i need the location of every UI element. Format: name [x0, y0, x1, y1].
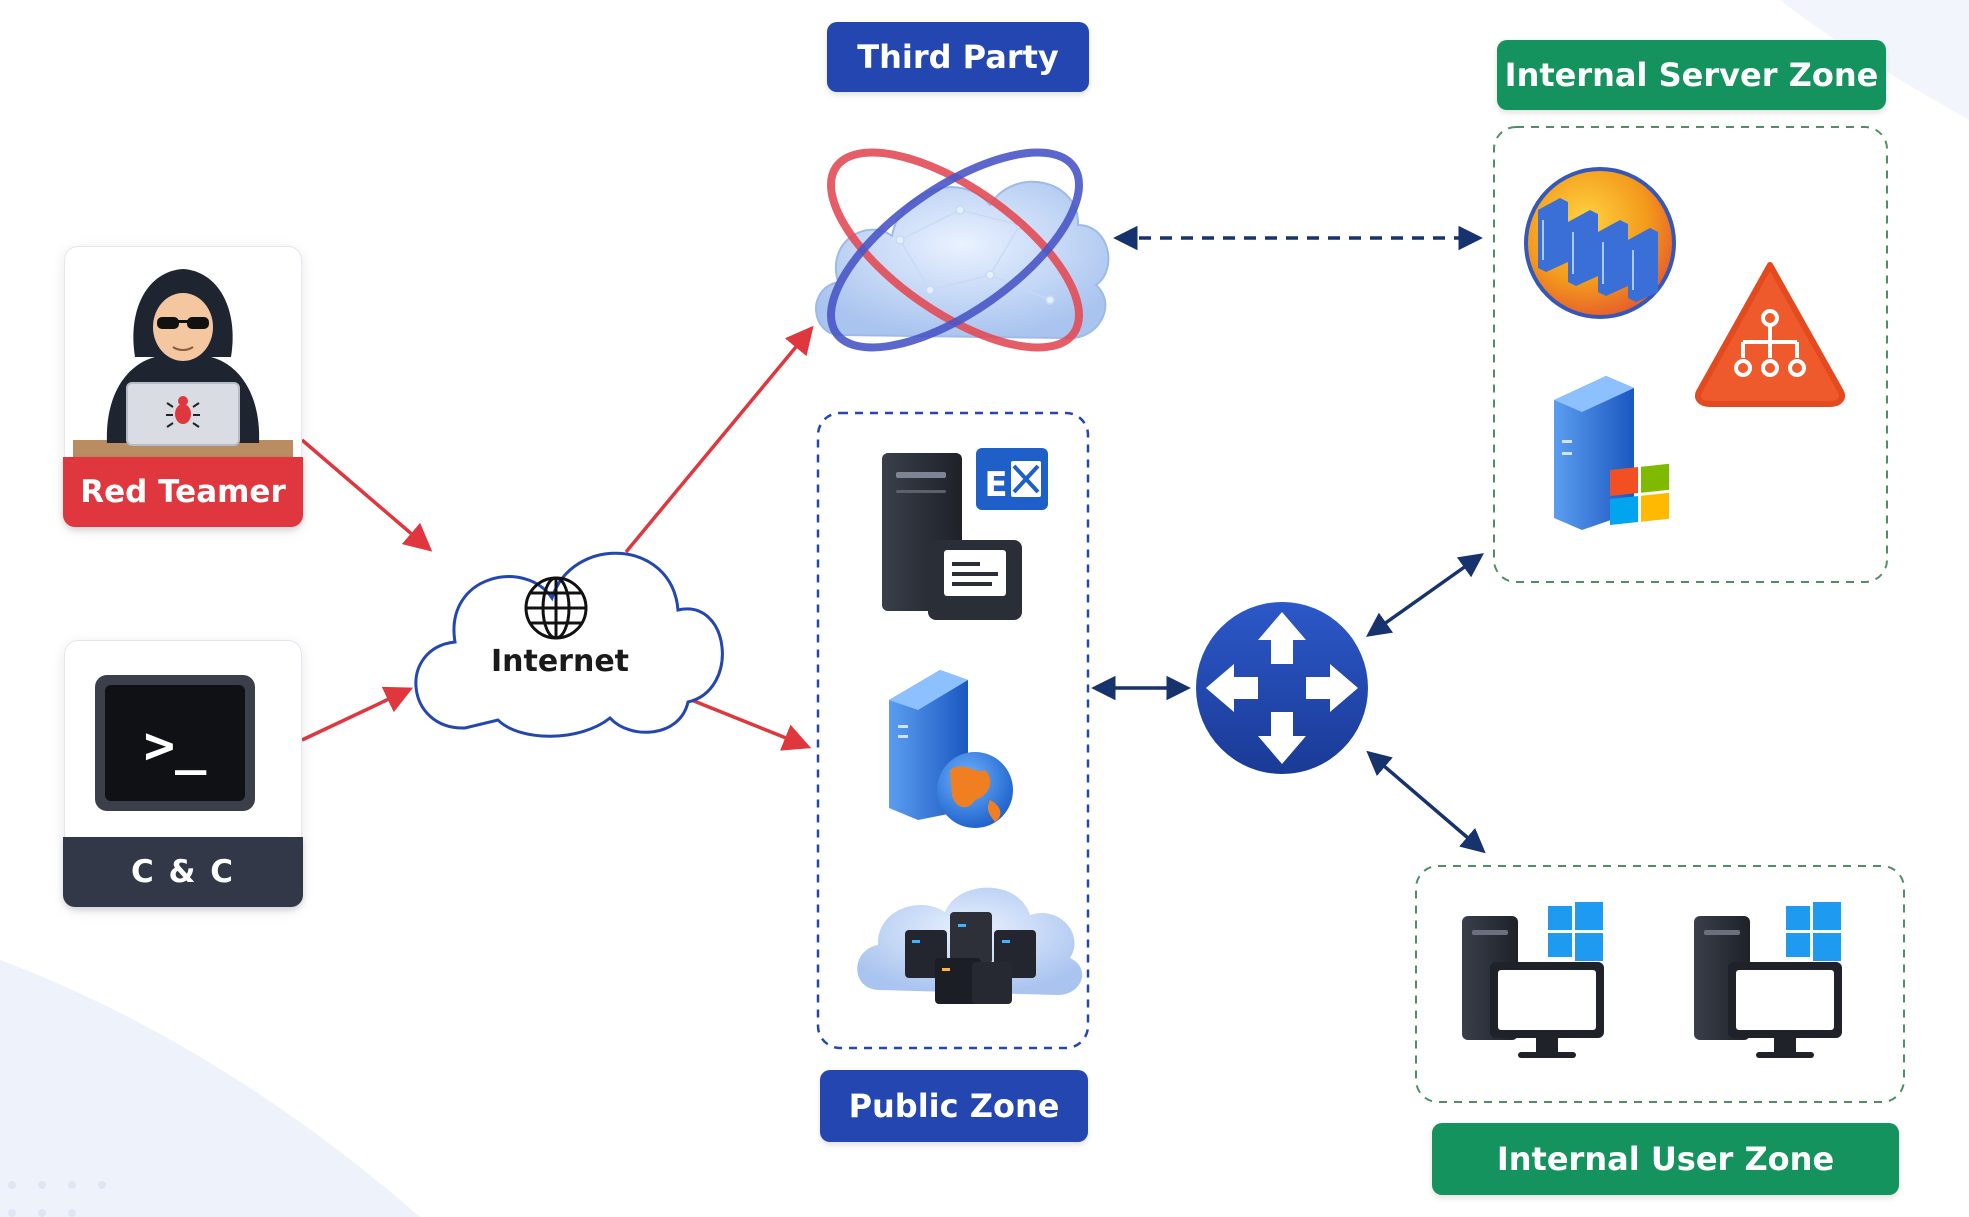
internal-user-zone-boundary — [1415, 865, 1905, 1103]
exchange-mail-server-icon: E — [882, 448, 1048, 620]
arrow-cnc-to-internet — [301, 686, 414, 742]
internal-user-zone-label: Internal User Zone — [1432, 1123, 1899, 1195]
exchange-logo-letter: E — [984, 465, 1007, 505]
internet-cloud-icon — [414, 551, 724, 738]
network-hierarchy-warning-icon — [1695, 262, 1845, 407]
internal-server-zone-boundary — [1493, 126, 1888, 583]
arrow-internet-to-third-party — [624, 325, 814, 554]
terminal-prompt-glyph: >_ — [144, 716, 207, 776]
third-party-label: Third Party — [827, 22, 1089, 92]
link-router-internal-server — [1366, 553, 1484, 637]
public-zone-boundary — [816, 411, 1090, 1050]
globe-icon — [524, 576, 588, 640]
public-zone-label: Public Zone — [820, 1070, 1088, 1142]
cnc-card: >_ C & C — [63, 640, 303, 907]
workstation-icon-2 — [1694, 902, 1842, 1058]
windows-server-icon — [1554, 376, 1669, 530]
third-party-cloud-icon — [815, 148, 1110, 352]
arrow-internet-to-public-zone — [683, 695, 812, 751]
link-router-internal-user — [1366, 750, 1486, 854]
terminal-icon: >_ — [95, 675, 255, 811]
hacker-icon — [73, 269, 293, 457]
internal-server-zone-label: Internal Server Zone — [1497, 40, 1886, 110]
server-cluster-icon — [1524, 167, 1676, 319]
workstation-icon-1 — [1462, 902, 1604, 1058]
internet-label: Internet — [490, 644, 630, 679]
router-icon — [1196, 602, 1368, 774]
web-server-icon — [889, 670, 1013, 828]
arrow-redteamer-to-internet — [300, 438, 433, 552]
red-teamer-label: Red Teamer — [63, 457, 303, 527]
cnc-label: C & C — [63, 837, 303, 907]
cloud-datacenter-icon — [857, 887, 1083, 1004]
red-teamer-card: Red Teamer — [63, 246, 303, 527]
